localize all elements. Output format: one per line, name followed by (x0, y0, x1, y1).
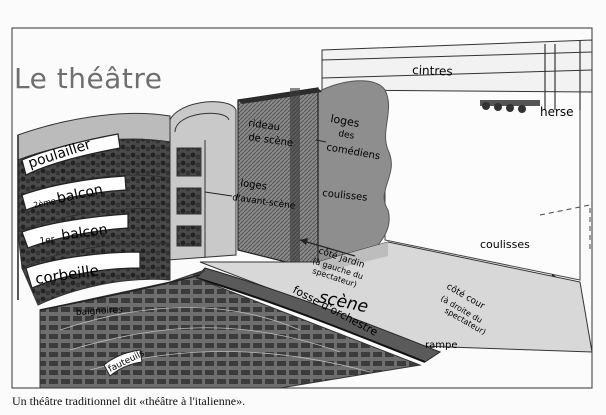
label-coulisses-right: coulisses (480, 238, 530, 251)
fauteuils-banner (103, 349, 143, 377)
figure-caption: Un théâtre traditionnel dit «théâtre à l… (12, 394, 246, 408)
herse-lights (480, 100, 540, 113)
label-herse: herse (540, 105, 574, 119)
label-loges-comediens-1: loges (329, 112, 360, 130)
label-loges-scene-1: loges (240, 178, 268, 193)
frame (11, 27, 593, 389)
label-rideau-1: rideau (248, 118, 281, 133)
comedians-wall (317, 80, 392, 263)
label-loges-comediens-2: des (337, 129, 355, 142)
page-title: Le théâtre (14, 62, 163, 95)
label-1er: 1er (39, 235, 56, 247)
loges-avant-scene-column (167, 101, 237, 261)
label-2eme: 2ème (32, 195, 56, 210)
label-rampe: rampe (425, 340, 457, 351)
label-cintres: cintres (412, 63, 453, 78)
label-baignoires: baignoires (76, 306, 124, 318)
label-balcon-1: balcon (60, 222, 108, 244)
label-coulisses-inner: coulisses (322, 188, 368, 204)
cintres-area (321, 39, 593, 93)
